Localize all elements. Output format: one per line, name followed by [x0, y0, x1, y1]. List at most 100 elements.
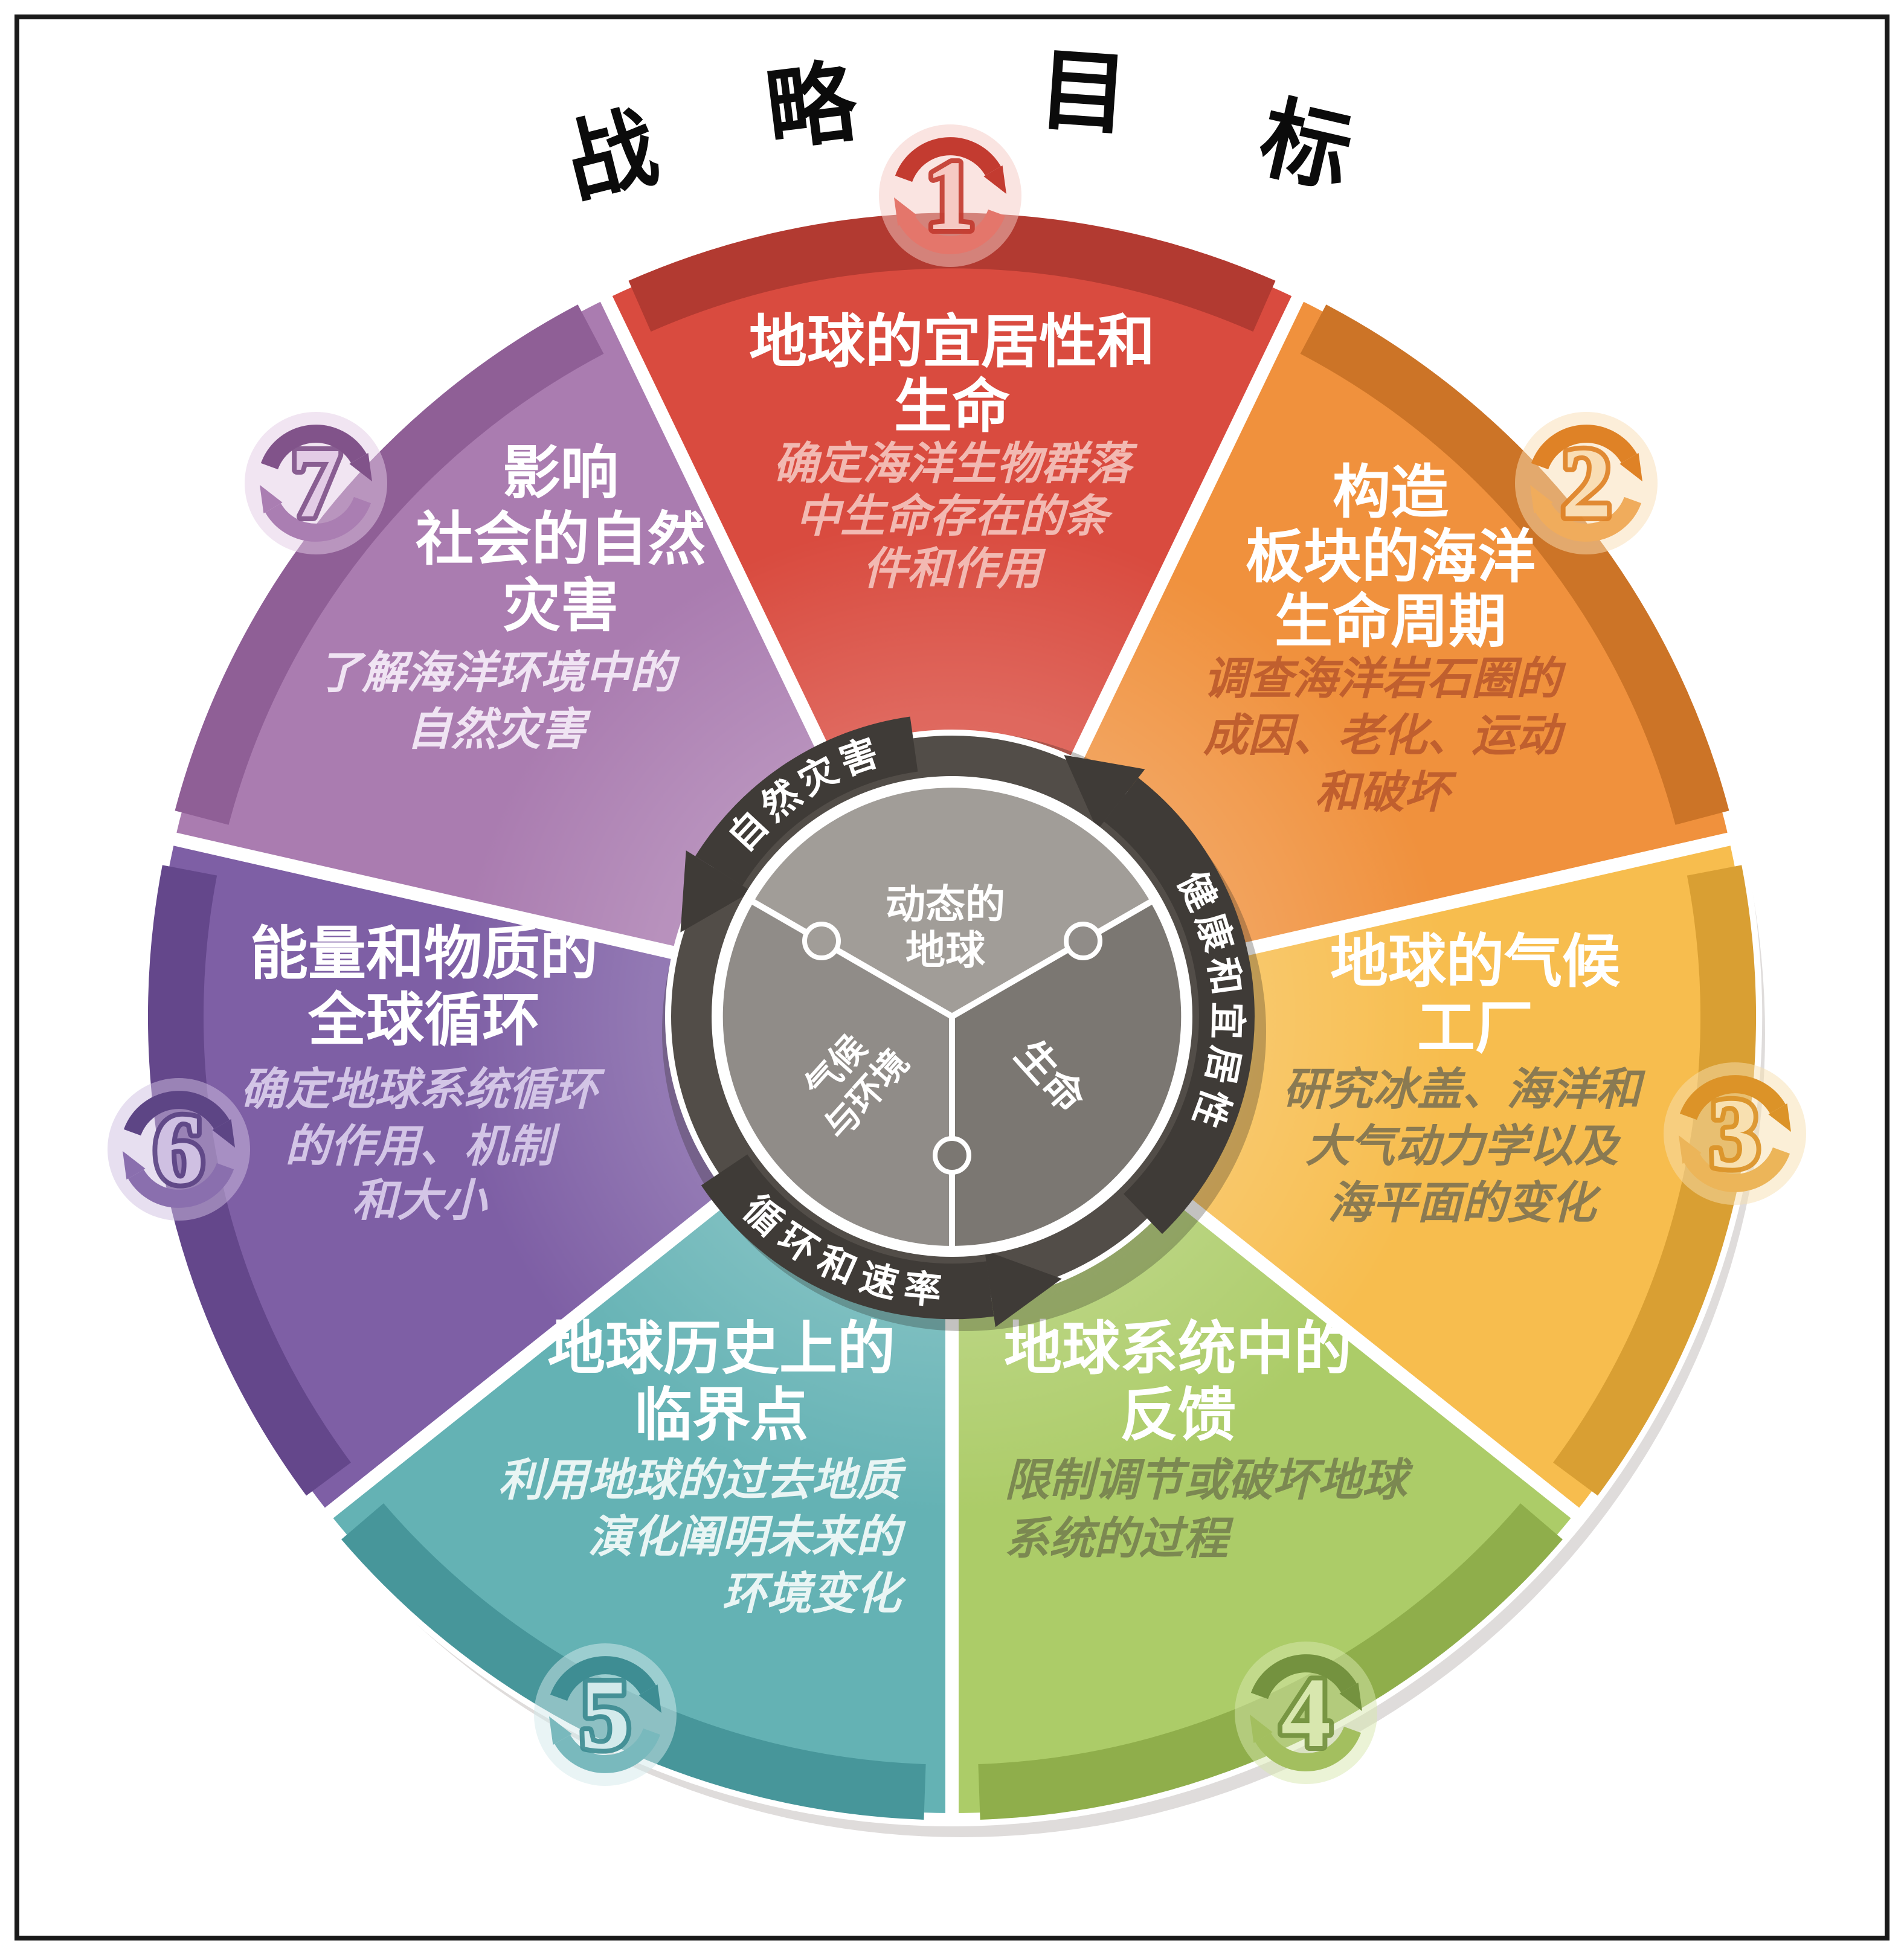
- segment-7-title-line: 影响: [503, 441, 619, 506]
- badge-2-number: 2: [1561, 428, 1612, 538]
- badge-4-arrowhead: [1250, 1714, 1273, 1743]
- badge-4-arrow-arc: [1255, 1726, 1362, 1771]
- segment-4-desc-line: 限制调节或破坏地球: [1005, 1456, 1414, 1506]
- segment-7-text: 影响 社会的自然 灾害 了解海洋环境中的 自然灾害: [317, 441, 706, 755]
- badge-1-arrowhead: [894, 197, 917, 226]
- segment-5-title-line: 地球历史上的: [547, 1317, 895, 1381]
- segment-1-desc-line: 件和作用: [863, 545, 1046, 594]
- badge-1-number: 1: [925, 140, 976, 251]
- badge-3-number: 3: [1710, 1078, 1760, 1189]
- badge-5-number: 5: [581, 1659, 631, 1770]
- segment-2-text: 构造 板块的海洋 生命周期 调查海洋岩石圈的 成因、老化、运动 和破坏: [1203, 460, 1566, 818]
- badge-1: 1 1: [879, 124, 1021, 267]
- ring-arrow-cycles-rates: [701, 1154, 994, 1320]
- badge-3-arrow-arc: [1679, 1075, 1786, 1120]
- segment-3-title-line: 工厂: [1417, 996, 1533, 1061]
- puzzle-piece-life: [949, 896, 1188, 1253]
- segment-7-desc-line: 自然灾害: [407, 705, 591, 755]
- segment-3-title-line: 地球的气候: [1330, 929, 1621, 994]
- badge-1-number: 1: [925, 140, 976, 251]
- segment-6-title-line: 全球循环: [307, 988, 540, 1053]
- segment-5-text: 地球历史上的 临界点 利用地球的过去地质 演化阐明未来的 环境变化: [498, 1317, 907, 1619]
- segment-4-title-line: 地球系统中的: [1004, 1317, 1352, 1381]
- segment-6-desc-line: 确定地球系统循环: [240, 1065, 605, 1115]
- puzzle-label-dynamic-earth-line: 动态的: [886, 883, 1005, 927]
- segment-5-desc-line: 环境变化: [722, 1570, 907, 1619]
- badge-1-arrowhead: [983, 165, 1006, 194]
- segment-3-desc-line: 研究冰盖、海洋和: [1283, 1065, 1646, 1115]
- segment-5-desc-line: 演化阐明未来的: [588, 1513, 906, 1562]
- segment-badges: 1 1 2 2 3 3 4 4: [108, 124, 1806, 1786]
- badge-6-arrowhead: [123, 1151, 146, 1180]
- segment-2-desc-line: 和破坏: [1315, 768, 1457, 818]
- segment-4-title-line: 反馈: [1120, 1383, 1236, 1448]
- segment-7-title-line: 灾害: [503, 574, 619, 638]
- segment-2-title-line: 生命周期: [1275, 589, 1507, 654]
- segment-2-title-line: 板块的海洋: [1246, 525, 1536, 589]
- badge-5-arrow-arc: [550, 1656, 656, 1701]
- badge-7-arrowhead: [260, 484, 283, 513]
- badge-5-number: 5: [581, 1659, 631, 1770]
- badge-3: 3 3: [1664, 1062, 1806, 1205]
- badge-5-arrow-arc: [555, 1728, 661, 1773]
- badge-4-number: 4: [1281, 1657, 1331, 1768]
- badge-6-number: 6: [154, 1094, 204, 1204]
- segment-1-desc-line: 中生命存在的条: [796, 492, 1113, 542]
- segment-6-text: 能量和物质的 全球循环 确定地球系统循环 的作用、机制 和大小: [240, 922, 605, 1226]
- puzzle-knob: [1064, 922, 1102, 960]
- badge-6-arrowhead: [212, 1119, 235, 1148]
- segment-1-desc-line: 确定海洋生物群落: [773, 440, 1138, 489]
- badge-6: 6 6: [108, 1078, 250, 1221]
- badge-3-arrowhead: [1768, 1103, 1791, 1132]
- segment-7-title-line: 社会的自然: [416, 507, 706, 572]
- badge-2-arrowhead: [1530, 484, 1553, 513]
- badge-2-number: 2: [1561, 428, 1612, 538]
- puzzle-piece-climate-environment: [716, 896, 955, 1253]
- segment-6-desc-line: 的作用、机制: [285, 1122, 561, 1172]
- badge-7-number: 7: [291, 428, 341, 538]
- segment-5-title-line: 临界点: [634, 1383, 808, 1448]
- segment-4-text: 地球系统中的 反馈 限制调节或破坏地球 系统的过程: [1004, 1317, 1414, 1564]
- puzzle-knob: [802, 922, 841, 960]
- badge-7-arrow-arc: [260, 425, 367, 470]
- ring-arrowhead-natural-hazards: [680, 850, 752, 933]
- segment-4-desc-line: 系统的过程: [1005, 1515, 1234, 1564]
- badge-5-arrowhead: [638, 1684, 661, 1713]
- badge-7-arrowhead: [349, 453, 372, 482]
- segment-7-desc-line: 了解海洋环境中的: [317, 649, 680, 698]
- segment-6-title-line: 能量和物质的: [250, 922, 598, 986]
- segment-1-title-line: 地球的宜居性和: [749, 310, 1155, 374]
- badge-4-number: 4: [1281, 1657, 1331, 1768]
- badge-6-arrow-arc: [128, 1163, 234, 1208]
- ring-arrowhead-cycles-rates: [985, 1250, 1062, 1327]
- segment-2-desc-line: 成因、老化、运动: [1203, 711, 1566, 761]
- badge-6-number: 6: [154, 1094, 204, 1204]
- segment-2-desc-line: 调查海洋岩石圈的: [1203, 655, 1566, 704]
- segment-1-text: 地球的宜居性和 生命 确定海洋生物群落 中生命存在的条 件和作用: [749, 310, 1155, 594]
- badge-1-arrow-arc: [899, 209, 1006, 254]
- badge-2-arrow-arc: [1531, 425, 1637, 470]
- badge-4-arrow-arc: [1250, 1654, 1357, 1700]
- center-hub: 自然灾害 健康和宜居性 循环和速率 动态的 地球 气候 与环境 生命: [662, 716, 1266, 1331]
- badge-2-arrow-arc: [1536, 496, 1642, 542]
- segment-3-text: 地球的气候 工厂 研究冰盖、海洋和 大气动力学以及 海平面的变化: [1283, 929, 1646, 1228]
- puzzle-knob: [933, 1136, 971, 1175]
- puzzle-piece-dynamic-earth: [747, 782, 1157, 1020]
- badge-7-number: 7: [291, 428, 341, 538]
- ring-arrow-health-habitability: [1104, 777, 1255, 1234]
- segment-5-desc-line: 利用地球的过去地质: [498, 1456, 907, 1506]
- ring-arrowhead-health-habitability: [1064, 755, 1145, 830]
- badge-2-arrowhead: [1619, 453, 1642, 482]
- badge-1-arrow-arc: [895, 137, 1001, 182]
- badge-3-number: 3: [1710, 1078, 1760, 1189]
- segment-1-title-line: 生命: [894, 374, 1010, 439]
- badge-4: 4 4: [1235, 1642, 1377, 1784]
- badge-2: 2 2: [1515, 412, 1658, 554]
- border-frame: [14, 14, 1890, 1941]
- badge-4-arrowhead: [1339, 1683, 1362, 1712]
- segment-3-desc-line: 海平面的变化: [1328, 1179, 1602, 1228]
- segment-6-desc-line: 和大小: [352, 1177, 488, 1226]
- badge-6-arrow-arc: [123, 1091, 230, 1136]
